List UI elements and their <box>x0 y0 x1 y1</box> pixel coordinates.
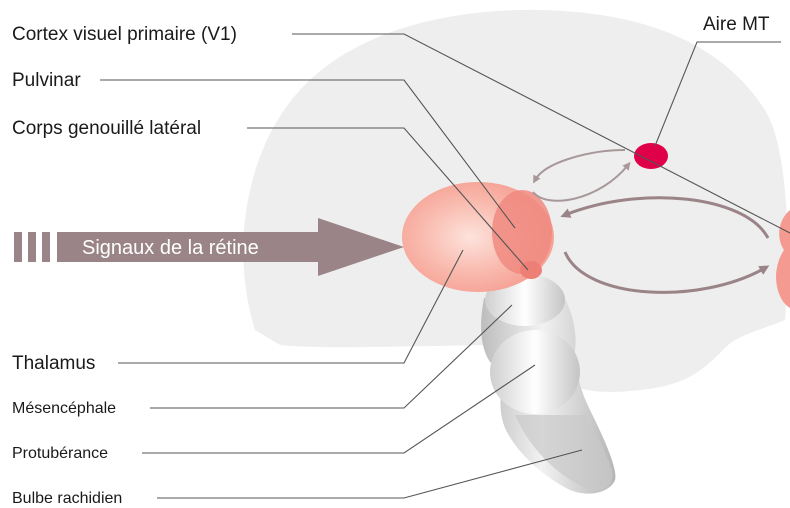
label-pulvinar: Pulvinar <box>12 70 81 91</box>
leader-medulla <box>157 449 583 499</box>
label-lgn: Corps genouillé latéral <box>12 118 201 139</box>
medulla-shape <box>515 415 613 491</box>
leader-pons <box>142 364 536 454</box>
label-medulla: Bulbe rachidien <box>12 490 122 507</box>
retina-signal-arrow: Signaux de la rétine <box>14 218 404 276</box>
mt-shape <box>634 143 668 169</box>
arrow-mt-to-pulvinar <box>533 149 626 184</box>
pons-shape <box>490 330 580 414</box>
label-thalamus: Thalamus <box>12 353 95 374</box>
label-pons: Protubérance <box>12 445 108 462</box>
pulvinar-shape <box>492 190 552 274</box>
lgn-shape <box>520 261 542 279</box>
arrow-v1-to-thalamus <box>560 196 770 239</box>
arrow-thalamus-to-v1 <box>563 251 770 294</box>
v1-shape <box>776 210 790 308</box>
leader-mt <box>654 41 781 147</box>
label-v1: Cortex visuel primaire (V1) <box>12 24 237 45</box>
leader-midbrain <box>150 304 513 409</box>
arrow-pulvinar-to-mt <box>532 161 631 202</box>
leader-thalamus <box>118 249 464 364</box>
label-midbrain: Mésencéphale <box>12 400 116 417</box>
brainstem <box>481 274 616 494</box>
leader-lgn <box>247 127 529 271</box>
signal-label: Signaux de la rétine <box>82 237 259 259</box>
leader-v1 <box>292 33 790 234</box>
label-mt: Aire MT <box>703 14 770 35</box>
leader-pulvinar <box>100 79 516 229</box>
